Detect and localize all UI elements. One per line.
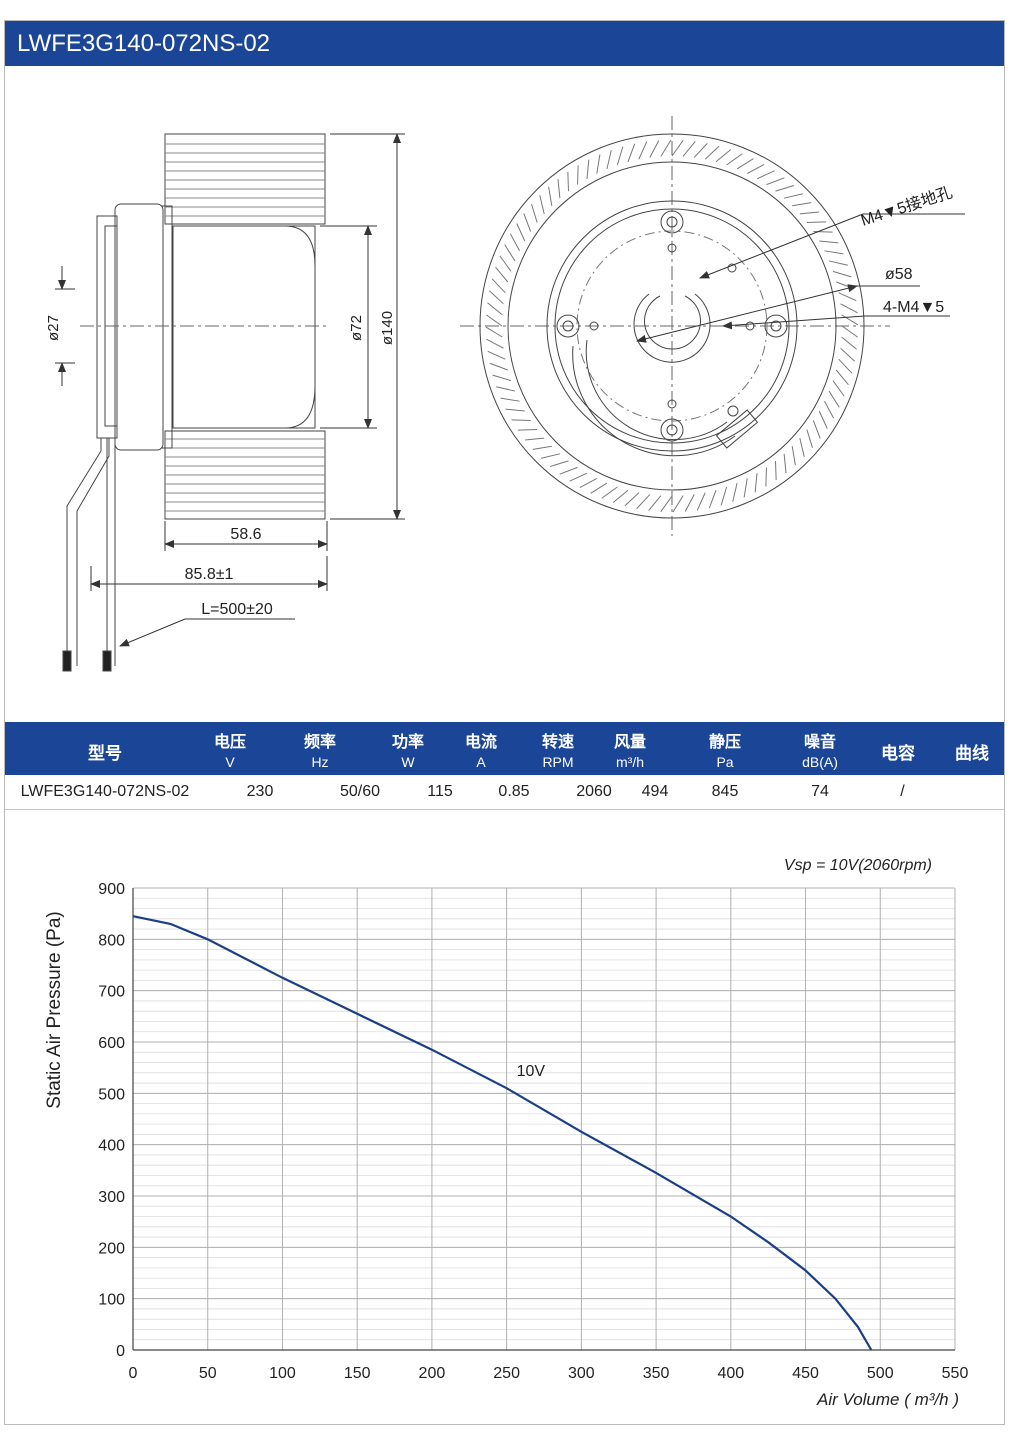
spec-cell-8: 74 — [811, 783, 829, 800]
x-tick-label: 100 — [269, 1365, 296, 1382]
spec-col-2: 频率 Hz — [275, 722, 365, 775]
dim-cable-label: L=500±20 — [201, 601, 273, 618]
x-tick-label: 500 — [867, 1365, 894, 1382]
spec-col-10: 曲线 — [940, 722, 1004, 775]
spec-cell-4: 0.85 — [498, 783, 530, 800]
side-dimensions — [55, 133, 405, 647]
blade-lines-bottom — [165, 438, 325, 512]
spec-col-unit: W — [401, 754, 415, 770]
blade-lines-top — [165, 143, 325, 217]
spec-col-unit: A — [476, 754, 486, 770]
spec-col-unit: V — [225, 754, 235, 770]
spec-col-5: 转速 RPM — [513, 722, 603, 775]
spec-table-header: 型号 电压 V 频率 Hz 功率 W 电流 A 转速 RPM 风量 m³/h 静压 Pa 噪音 dB(A) 电容 曲… — [5, 722, 1004, 775]
chart-grid — [132, 887, 956, 1351]
y-tick-label: 700 — [98, 984, 125, 1001]
y-tick-label: 400 — [98, 1138, 125, 1155]
page-title: LWFE3G140-072NS-02 — [5, 21, 1004, 66]
front-dimensions — [636, 213, 965, 343]
front-view — [460, 116, 890, 536]
spec-cell-0: LWFE3G140-072NS-02 — [20, 783, 190, 800]
performance-chart: 0 100 200 300 400 500 600 700 800 900 0 50 100 150 200… — [44, 857, 968, 1409]
x-tick-label: 300 — [568, 1365, 595, 1382]
spec-col-unit: Hz — [311, 754, 329, 770]
spec-col-name: 电压 — [213, 732, 246, 751]
spec-col-name: 型号 — [88, 744, 122, 764]
dim-outer-label: ø140 — [379, 311, 396, 345]
y-axis-label: Static Air Pressure (Pa) — [44, 911, 65, 1108]
spec-cell-5: 2060 — [576, 783, 612, 800]
y-tick-label: 600 — [98, 1035, 125, 1052]
spec-col-unit: Pa — [716, 754, 734, 770]
spec-col-name: 电容 — [881, 744, 915, 764]
side-view — [62, 133, 330, 672]
dim-shaft-label: ø27 — [45, 315, 62, 341]
x-tick-label: 50 — [199, 1365, 217, 1382]
spec-col-3: 功率 W — [363, 722, 453, 775]
y-tick-label: 800 — [98, 932, 125, 949]
spec-col-0: 型号 — [5, 722, 205, 775]
spec-col-name: 转速 — [541, 732, 574, 751]
spec-cell-1: 230 — [246, 783, 274, 800]
dim-hub-label: ø72 — [348, 315, 365, 341]
y-tick-label: 900 — [98, 881, 125, 898]
spec-cell-2: 50/60 — [339, 783, 381, 800]
x-tick-label: 200 — [419, 1365, 446, 1382]
spec-cell-9: / — [900, 783, 905, 800]
y-tick-label: 300 — [98, 1189, 125, 1206]
spec-col-unit: m³/h — [616, 754, 644, 770]
spec-col-name: 功率 — [391, 732, 424, 751]
x-tick-label: 250 — [493, 1365, 520, 1382]
spec-col-1: 电压 V — [180, 722, 280, 775]
spec-cell-3: 115 — [427, 783, 453, 800]
x-tick-label: 550 — [942, 1365, 969, 1382]
x-tick-label: 350 — [643, 1365, 670, 1382]
x-axis-label: Air Volume ( m³/h ) — [816, 1390, 959, 1409]
dim-depth-label: 58.6 — [230, 526, 261, 543]
spec-col-9: 电容 — [863, 722, 933, 775]
spec-col-6: 风量 m³/h — [585, 722, 675, 775]
spec-col-8: 噪音 dB(A) — [770, 722, 870, 775]
spec-col-name: 电流 — [464, 732, 497, 751]
page-frame — [4, 20, 1005, 1425]
series-label-10v: 10V — [517, 1063, 546, 1080]
y-tick-label: 0 — [116, 1343, 125, 1360]
spec-col-name: 静压 — [708, 732, 741, 751]
pcd-label: ø58 — [885, 266, 913, 283]
series-line-10v — [132, 915, 873, 1351]
chart-annotation: Vsp = 10V(2060rpm) — [784, 857, 932, 874]
y-tick-label: 100 — [98, 1292, 125, 1309]
mount-holes-label: 4-M4▼5 — [883, 299, 944, 316]
dim-total-label: 85.8±1 — [185, 566, 234, 583]
x-tick-label: 450 — [792, 1365, 819, 1382]
y-tick-label: 200 — [98, 1240, 125, 1257]
spec-col-name: 风量 — [613, 732, 646, 751]
ground-hole-label: M4▼5接地孔 — [859, 183, 955, 229]
spec-col-7: 静压 Pa — [670, 722, 780, 775]
spec-col-name: 频率 — [303, 732, 336, 751]
spec-col-name: 曲线 — [955, 744, 989, 764]
spec-col-name: 噪音 — [803, 732, 836, 751]
spec-col-4: 电流 A — [441, 722, 521, 775]
technical-drawing: ø27 ø72 ø140 58.6 85.8±1 L=500±20 — [45, 116, 965, 672]
x-tick-label: 150 — [344, 1365, 371, 1382]
spec-col-unit: dB(A) — [802, 754, 838, 770]
spec-table-row: LWFE3G140-072NS-02 230 50/60 115 0.85 2060 494… — [5, 775, 1004, 810]
x-tick-label: 400 — [717, 1365, 744, 1382]
x-tick-label: 0 — [129, 1365, 138, 1382]
y-tick-label: 500 — [98, 1086, 125, 1103]
chart-ticks: 0 100 200 300 400 500 600 700 800 900 0 50 100 150 200… — [98, 881, 968, 1382]
spec-col-unit: RPM — [542, 754, 574, 770]
spec-cell-7: 845 — [711, 783, 739, 800]
spec-cell-6: 494 — [641, 783, 669, 800]
